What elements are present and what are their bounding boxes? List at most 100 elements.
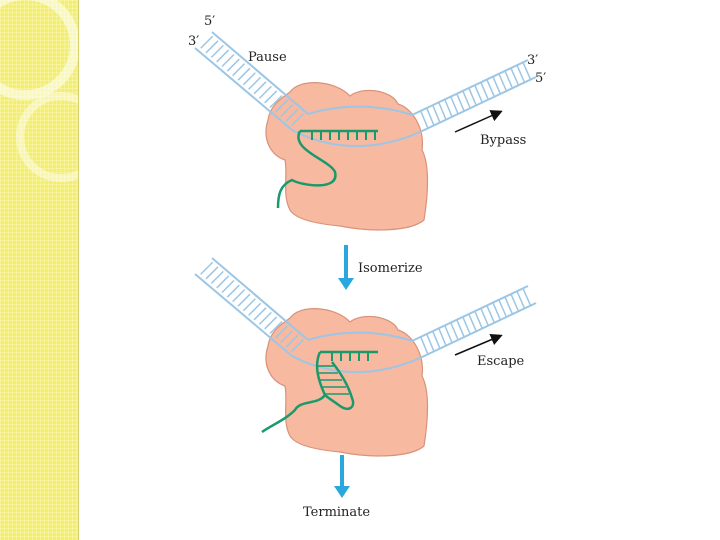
dna-base-pair xyxy=(462,317,472,336)
escape-arrow xyxy=(454,333,503,356)
dna-base-pair xyxy=(444,325,453,344)
dna-base-pair xyxy=(432,105,441,124)
template-strand-bottom xyxy=(291,355,421,373)
dna-base-pair xyxy=(290,339,304,353)
bypass-label: Bypass xyxy=(480,133,526,148)
rna-hairpin xyxy=(261,350,378,434)
dna-base-pair xyxy=(232,63,246,77)
top-panel: 5′ 3′ 3′ 5′ Pause Bypass xyxy=(188,14,546,231)
dna-base-pair xyxy=(438,328,447,347)
terminate-step: Terminate xyxy=(303,455,370,520)
dna-base-pair xyxy=(450,322,459,341)
template-strand-top xyxy=(291,129,421,147)
dna-base-pair xyxy=(492,302,502,321)
dna-base-pair xyxy=(420,111,429,129)
isomerize-label: Isomerize xyxy=(358,261,423,276)
dna-base-pair xyxy=(200,35,214,49)
dna-base-pair xyxy=(205,266,219,280)
dna-base-pair xyxy=(216,49,230,63)
strand-label-3prime-right: 3′ xyxy=(527,53,538,68)
rna-transcript-top xyxy=(276,129,378,209)
dna-duplex-right-top xyxy=(411,59,537,133)
dna-base-pair xyxy=(510,67,520,87)
dna-base-pair xyxy=(444,99,453,118)
bottom-panel: Escape xyxy=(194,257,537,457)
dna-base-pair xyxy=(237,67,251,81)
dna-base-pair xyxy=(456,93,466,112)
dna-base-pair xyxy=(426,108,435,127)
dna-duplex-left-bottom xyxy=(194,257,309,357)
dna-base-pair xyxy=(221,279,235,294)
dna-base-pair xyxy=(242,298,256,312)
nontemplate-strand-bottom xyxy=(307,331,413,342)
dna-base-pair xyxy=(200,261,214,275)
dna-base-pair xyxy=(480,308,490,327)
dna-base-pair xyxy=(226,284,240,298)
sidebar-ring-decoration xyxy=(0,0,78,100)
dna-base-pair xyxy=(480,82,490,101)
dna-base-pair xyxy=(274,99,288,113)
dna-base-pair xyxy=(269,94,283,109)
dna-base-pair xyxy=(510,293,520,313)
dna-base-pair xyxy=(221,53,235,68)
bypass-arrow xyxy=(454,110,503,133)
dna-base-pair xyxy=(210,270,224,284)
dna-base-pair xyxy=(522,62,532,81)
dna-base-pair xyxy=(450,96,459,115)
dna-base-pair xyxy=(290,113,304,127)
dna-base-pair xyxy=(516,65,526,84)
dna-duplex-right-bottom xyxy=(411,285,537,359)
dna-base-pair xyxy=(486,305,496,324)
escape-label: Escape xyxy=(477,354,525,369)
dna-base-pair xyxy=(504,70,514,90)
dna-base-pair xyxy=(504,296,514,316)
dna-base-pair xyxy=(258,311,272,325)
dna-base-pair xyxy=(258,85,272,99)
dna-base-pair xyxy=(432,331,441,350)
dna-base-pair xyxy=(210,44,224,58)
dna-base-pair xyxy=(474,85,484,104)
dna-base-pair xyxy=(462,91,472,110)
dna-base-pair xyxy=(280,330,294,344)
sidebar-ring-decoration xyxy=(16,92,78,182)
dna-base-pair xyxy=(253,307,267,321)
dna-base-pair xyxy=(232,289,246,303)
slide-sidebar xyxy=(0,0,79,540)
isomerize-step: Isomerize xyxy=(338,245,423,290)
dna-base-pair xyxy=(274,325,288,339)
dna-base-pair xyxy=(248,76,262,90)
dna-base-pair xyxy=(264,90,278,104)
dna-base-pair xyxy=(498,73,508,93)
dna-base-pair xyxy=(280,104,294,118)
dna-base-pair xyxy=(285,334,299,348)
strand-label-5prime-right: 5′ xyxy=(535,71,546,86)
dna-base-pair xyxy=(420,337,429,355)
pause-label: Pause xyxy=(248,50,287,65)
isomerize-arrow-head xyxy=(338,278,354,290)
dna-base-pair xyxy=(285,108,299,122)
dna-base-pair xyxy=(205,40,219,54)
dna-base-pair xyxy=(253,81,267,95)
dna-base-pair xyxy=(216,275,230,289)
nontemplate-strand-top xyxy=(307,105,413,116)
dna-base-pair xyxy=(468,314,478,333)
dna-base-pair xyxy=(269,320,283,335)
rna-polymerase-top xyxy=(265,82,429,231)
dna-base-pair xyxy=(438,102,447,121)
dna-base-pair xyxy=(468,88,478,107)
strand-label-3prime-left: 3′ xyxy=(188,34,199,49)
dna-base-pair xyxy=(264,316,278,330)
dna-base-pair xyxy=(456,319,466,338)
strand-label-5prime-left: 5′ xyxy=(204,14,215,29)
dna-base-pair xyxy=(237,293,251,307)
dna-base-pair xyxy=(248,302,262,316)
dna-base-pair xyxy=(522,288,532,307)
dna-base-pair xyxy=(516,291,526,310)
dna-base-pair xyxy=(226,58,240,72)
dna-base-pair xyxy=(492,76,502,95)
dna-base-pair xyxy=(426,334,435,353)
terminate-arrow-head xyxy=(334,486,350,498)
terminate-label: Terminate xyxy=(303,505,370,520)
dna-duplex-left-top xyxy=(194,31,309,131)
